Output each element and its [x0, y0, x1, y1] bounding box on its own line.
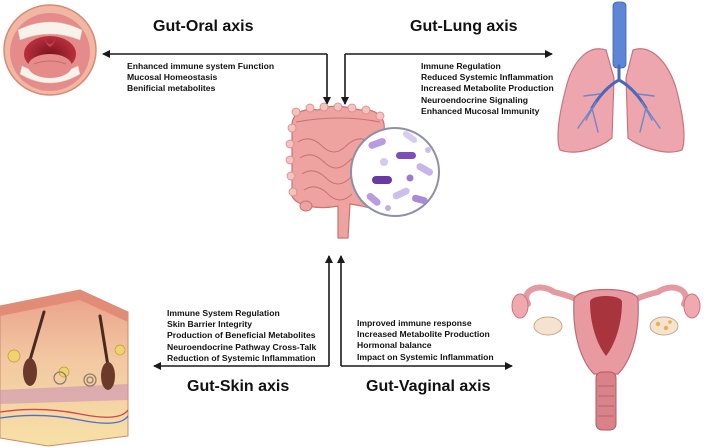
mouth-icon: [3, 4, 97, 96]
uterus-icon: [511, 284, 701, 431]
gut-skin-benefits-list: Immune System Regulation Skin Barrier In…: [167, 308, 316, 364]
gut-skin-axis-title: Gut-Skin axis: [187, 378, 290, 395]
list-item: Enhanced immune system Function: [127, 61, 275, 71]
list-item: Skin Barrier Integrity: [167, 319, 253, 330]
list-item: Mucosal Homeostasis: [127, 72, 218, 83]
microbe-circle-icon: [350, 127, 440, 217]
lungs-icon: [557, 1, 685, 153]
list-item: Neuroendocrine Pathway Cross-Talk: [167, 341, 317, 352]
intestine-icon: [285, 102, 385, 239]
list-item: Increased Metabolite Production: [357, 329, 490, 340]
list-item: Immune Regulation: [421, 61, 501, 71]
list-item: Hormonal balance: [357, 340, 432, 351]
connector-arrows: [102, 50, 553, 370]
list-item: Benificial metabolites: [127, 83, 216, 94]
list-item: Improved immune response: [357, 318, 472, 328]
list-item: Reduced Systemic Inflammation: [421, 72, 554, 83]
list-item: Impact on Systemic Inflammation: [357, 351, 494, 362]
list-item: Reduction of Systemic Inflammation: [167, 352, 316, 363]
list-item: Immune System Regulation: [167, 308, 280, 318]
list-item: Increased Metabolite Production: [421, 83, 554, 94]
list-item: Enhanced Mucosal Immunity: [421, 105, 540, 116]
list-item: Neuroendocrine Signaling: [421, 94, 528, 105]
gut-vaginal-benefits-list: Improved immune response Increased Metab…: [357, 318, 494, 363]
skin-cross-section-icon: [0, 289, 129, 447]
gut-oral-benefits-list: Enhanced immune system Function Mucosal …: [127, 61, 274, 95]
gut-oral-axis-title: Gut-Oral axis: [153, 18, 254, 35]
gut-vaginal-axis-title: Gut-Vaginal axis: [366, 378, 491, 395]
gut-lung-benefits-list: Immune Regulation Reduced Systemic Infla…: [421, 61, 554, 117]
list-item: Production of Beneficial Metabolites: [167, 330, 316, 341]
gut-lung-axis-title: Gut-Lung axis: [410, 18, 518, 35]
